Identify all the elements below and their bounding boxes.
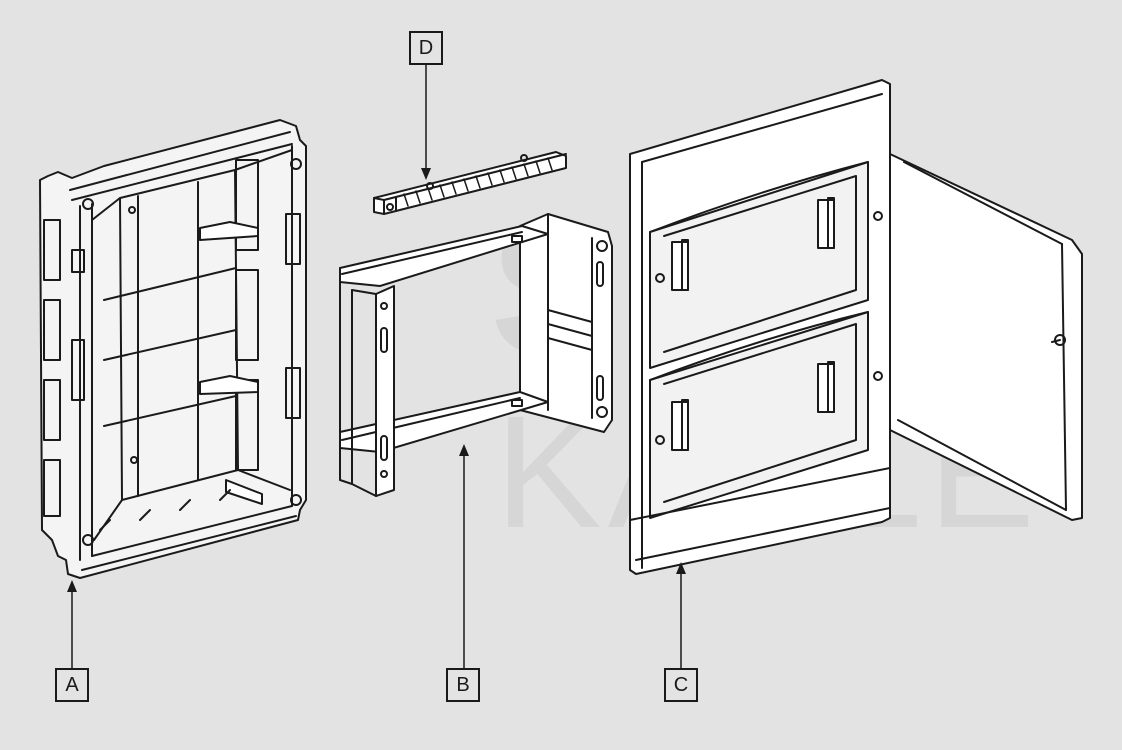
callout-label-c: C (664, 668, 698, 702)
leader-arrowheads (67, 168, 686, 592)
part-a-back-box (39, 119, 307, 579)
leader-lines (71, 63, 682, 669)
part-b-din-rail-frame (339, 213, 613, 497)
part-d-terminal-bar (373, 151, 567, 215)
callout-label-d: D (409, 31, 443, 65)
callout-label-b: B (446, 668, 480, 702)
part-c-front-cover-with-door (629, 79, 1083, 575)
callout-label-a: A (55, 668, 89, 702)
